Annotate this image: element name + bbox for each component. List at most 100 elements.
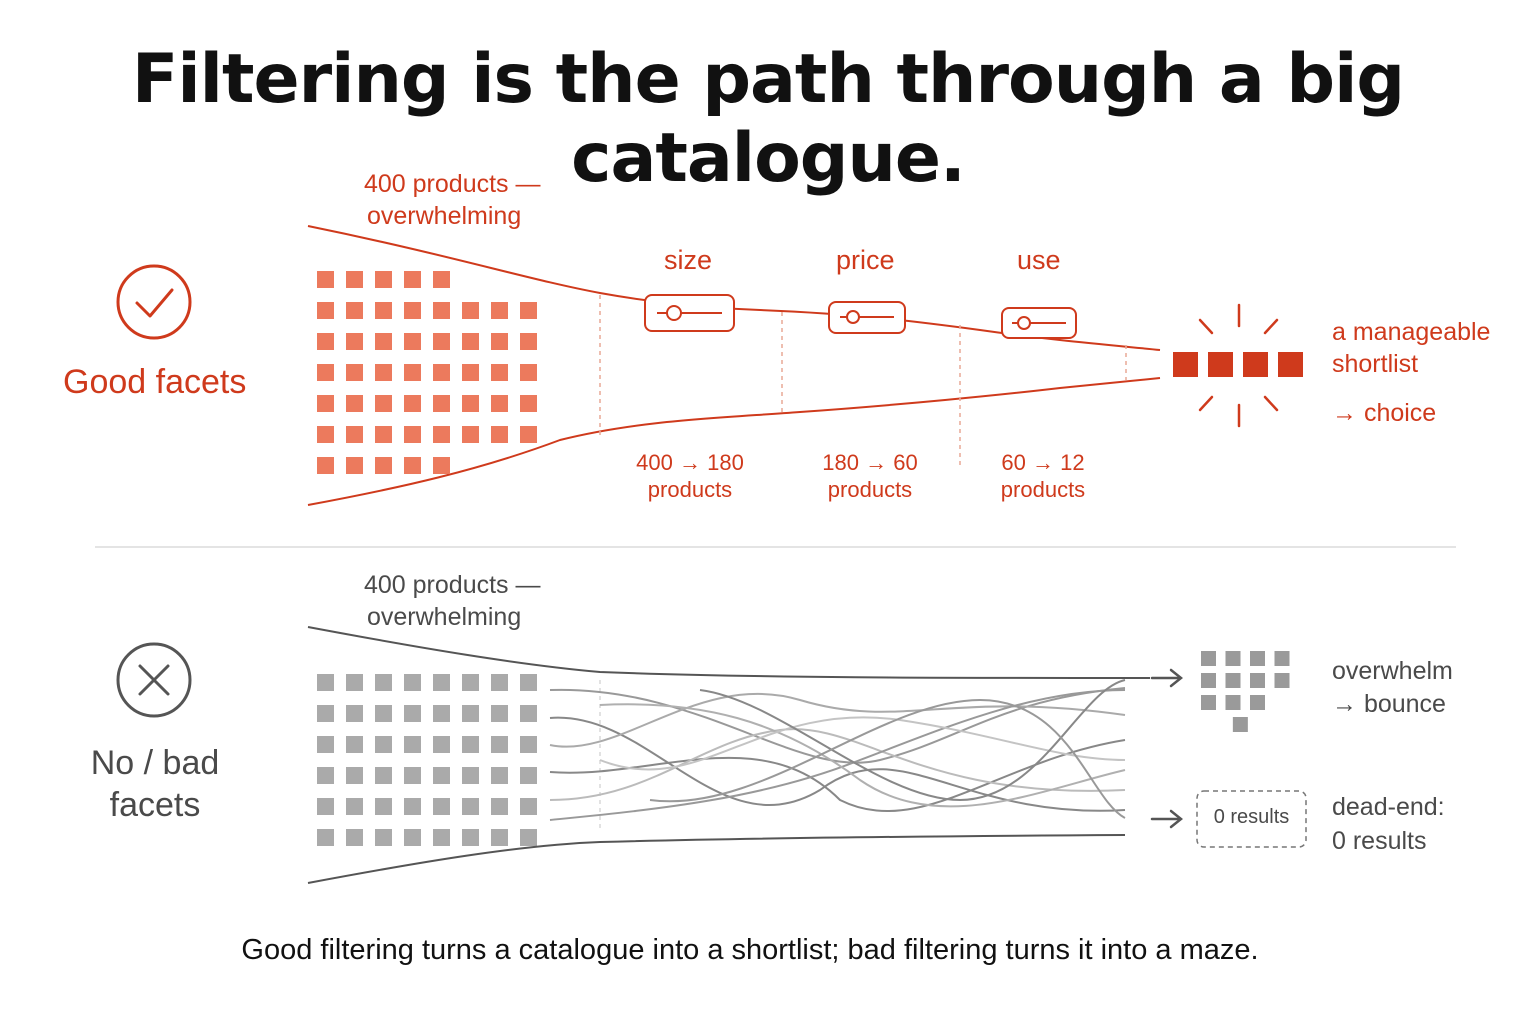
product-square [433, 798, 450, 815]
slider-handle [846, 310, 860, 324]
product-square [462, 302, 479, 319]
count-line: products [827, 477, 913, 502]
product-square [346, 426, 363, 443]
product-square [404, 705, 421, 722]
product-square [520, 395, 537, 412]
product-square [433, 457, 450, 474]
product-square [317, 302, 334, 319]
bad-facets-label: No / bad facets [80, 742, 230, 826]
overwhelm-label: overwhelm → bounce [1332, 655, 1453, 721]
product-square [317, 457, 334, 474]
product-square [375, 767, 392, 784]
product-square [433, 674, 450, 691]
arrow-icon [1150, 809, 1184, 829]
product-square [375, 829, 392, 846]
good-funnel-bottom-edge [307, 377, 1161, 506]
product-square [433, 829, 450, 846]
product-square [462, 767, 479, 784]
product-square [520, 798, 537, 815]
product-square [375, 271, 392, 288]
check-icon [116, 264, 192, 340]
product-square [520, 767, 537, 784]
overwhelm-square [1250, 651, 1265, 666]
product-square [346, 271, 363, 288]
sparkle-icon [1198, 303, 1279, 428]
dead-end-line-1: dead-end: [1332, 793, 1445, 821]
product-square [375, 302, 392, 319]
good-facets-label: Good facets [63, 363, 247, 401]
overwhelm-square [1225, 651, 1241, 666]
product-square [520, 333, 537, 350]
overwhelm-square [1225, 695, 1241, 710]
zero-results-box [1196, 790, 1307, 848]
use-slider[interactable] [1001, 307, 1077, 339]
facet-use-label: use [1017, 245, 1061, 275]
product-square [462, 364, 479, 381]
bad-start-line-2: overwhelming [367, 603, 522, 631]
size-slider[interactable] [644, 294, 735, 332]
product-square [404, 457, 421, 474]
product-square [404, 395, 421, 412]
product-square [375, 798, 392, 815]
product-square [491, 395, 508, 412]
product-square [404, 426, 421, 443]
bad-facets-line-2: facets [109, 786, 201, 824]
product-square [433, 333, 450, 350]
overwhelm-square [1225, 673, 1241, 688]
product-square [317, 829, 334, 846]
product-square [404, 364, 421, 381]
product-square [491, 364, 508, 381]
product-square [346, 333, 363, 350]
bad-funnel-top-edge [307, 626, 1151, 679]
product-square [404, 333, 421, 350]
product-square [404, 829, 421, 846]
count-line: products [647, 477, 733, 502]
dead-end-line-2: 0 results [1332, 827, 1427, 855]
facet-price-count: 180 → 60 products [810, 449, 930, 503]
product-square [491, 674, 508, 691]
overwhelm-line-1: overwhelm [1332, 657, 1453, 685]
product-square [462, 674, 479, 691]
product-square [317, 705, 334, 722]
product-square [346, 736, 363, 753]
product-square [404, 736, 421, 753]
product-square [462, 705, 479, 722]
product-square [491, 798, 508, 815]
product-square [346, 674, 363, 691]
product-square [375, 364, 392, 381]
product-square [462, 736, 479, 753]
product-square [346, 364, 363, 381]
product-square [491, 333, 508, 350]
product-square [491, 302, 508, 319]
good-start-line-1: 400 products — [364, 170, 541, 198]
facet-price-label: price [836, 245, 895, 275]
good-product-grid [317, 271, 537, 474]
product-square [520, 829, 537, 846]
count-line: 180 → 60 [822, 450, 918, 475]
product-square [491, 426, 508, 443]
product-square [346, 829, 363, 846]
overwhelm-squares [1201, 651, 1290, 732]
product-square [433, 736, 450, 753]
count-line: 400 → 180 [636, 450, 744, 475]
product-square [433, 426, 450, 443]
product-square [346, 767, 363, 784]
product-square [520, 426, 537, 443]
count-line: products [1000, 477, 1086, 502]
facet-size-label: size [664, 245, 713, 275]
facet-use-count: 60 → 12 products [983, 449, 1103, 503]
product-square [462, 798, 479, 815]
product-square [491, 705, 508, 722]
product-square [375, 395, 392, 412]
overwhelm-square [1232, 717, 1248, 732]
bad-start-label: 400 products — overwhelming [364, 569, 541, 633]
price-slider[interactable] [828, 301, 906, 334]
tangled-paths [549, 679, 1126, 821]
shortlist-squares [1173, 352, 1303, 377]
product-square [346, 302, 363, 319]
product-square [317, 271, 334, 288]
product-square [520, 705, 537, 722]
product-square [404, 302, 421, 319]
product-square [520, 364, 537, 381]
